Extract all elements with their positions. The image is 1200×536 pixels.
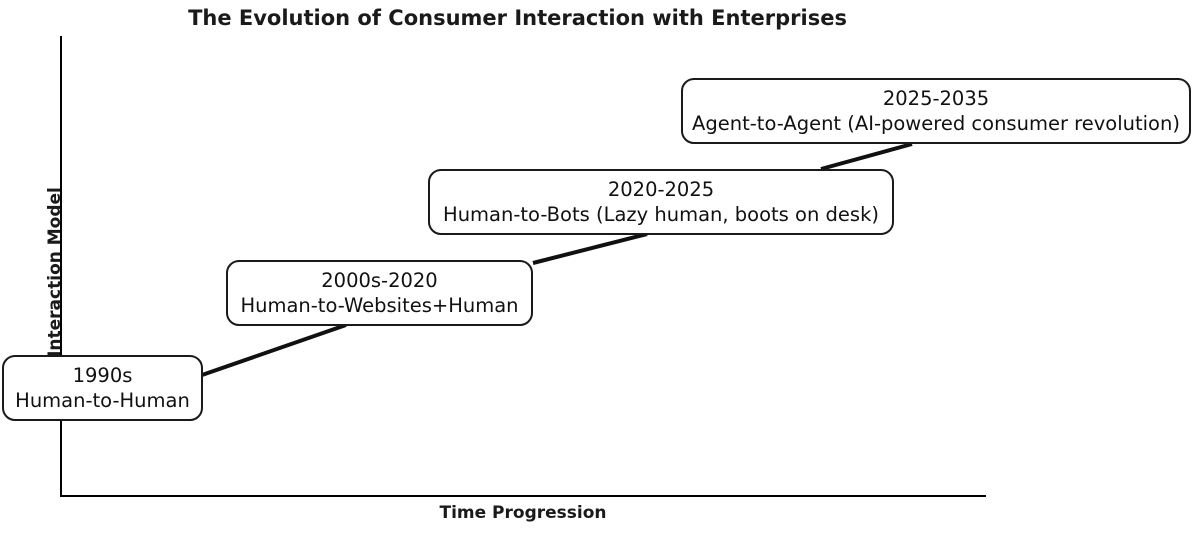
stage-box-2020-2025: 2020-2025 Human-to-Bots (Lazy human, boo… <box>428 169 894 235</box>
stage-period-label: 2025-2035 <box>882 86 990 110</box>
connector-stage1-to-stage2 <box>201 323 347 377</box>
stage-model-label: Human-to-Bots (Lazy human, boots on desk… <box>443 203 879 226</box>
stage-model-label: Agent-to-Agent (AI-powered consumer revo… <box>692 112 1180 135</box>
x-axis-label: Time Progression <box>439 503 607 523</box>
stage-period-label: 2000s-2020 <box>321 268 438 292</box>
stage-box-2000s-2020: 2000s-2020 Human-to-Websites+Human <box>226 260 533 326</box>
stage-period-label: 2020-2025 <box>607 177 715 201</box>
stage-period-label: 1990s <box>72 363 133 387</box>
y-axis-spine <box>60 36 62 497</box>
connector-stage3-to-stage4 <box>820 142 913 171</box>
chart-title: The Evolution of Consumer Interaction wi… <box>188 6 847 30</box>
stage-model-label: Human-to-Websites+Human <box>240 294 519 317</box>
x-axis-spine <box>60 495 986 497</box>
stage-box-2025-2035: 2025-2035 Agent-to-Agent (AI-powered con… <box>681 78 1191 144</box>
stage-model-label: Human-to-Human <box>15 389 190 412</box>
stage-box-1990s: 1990s Human-to-Human <box>2 355 203 421</box>
connector-stage2-to-stage3 <box>532 232 648 265</box>
